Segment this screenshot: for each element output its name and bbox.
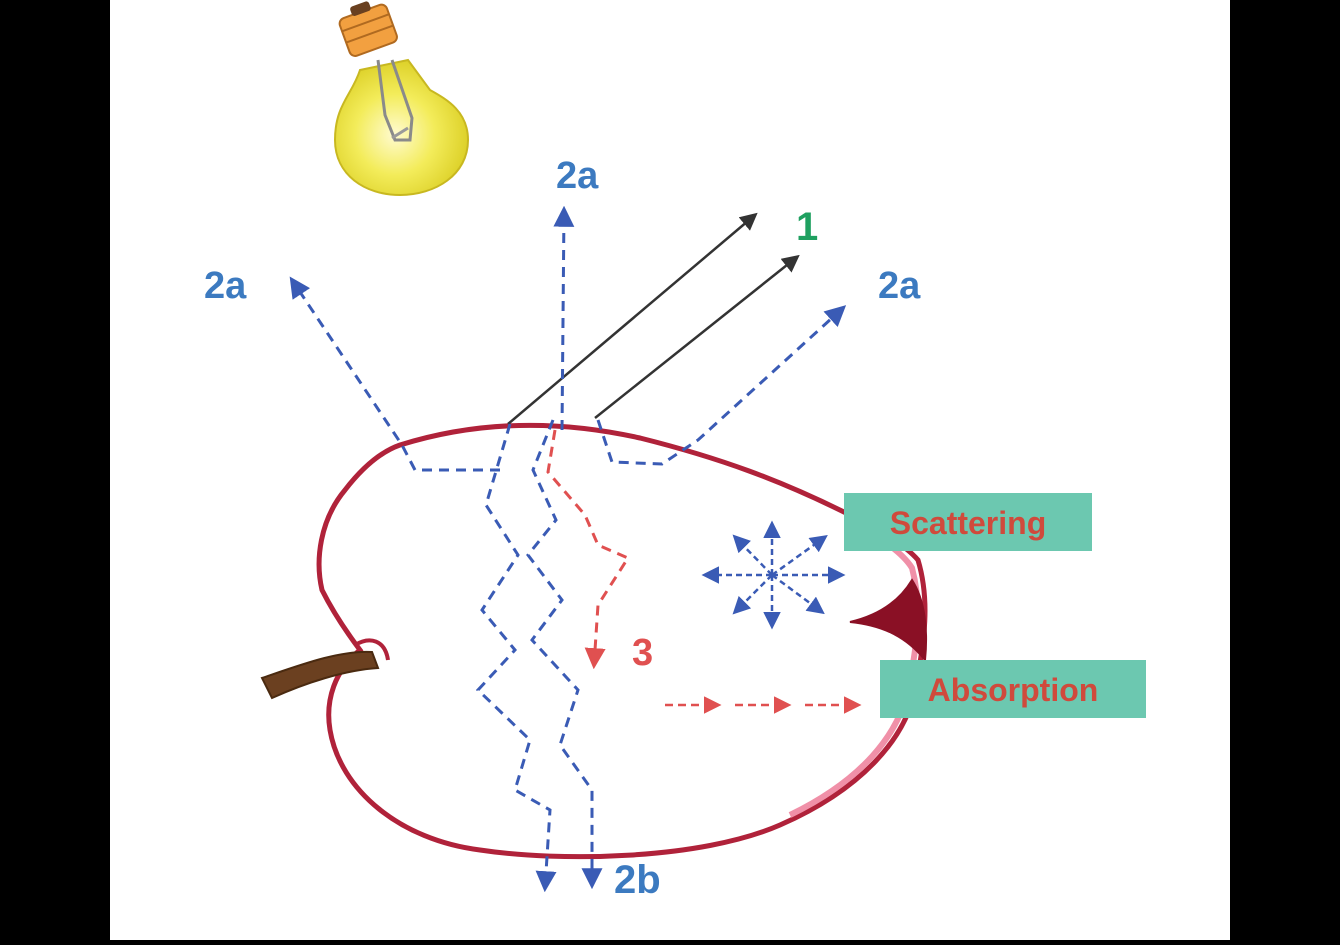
light-bulb-icon — [333, 1, 470, 197]
specular-ray-1 — [507, 212, 758, 425]
transmitted-path-left — [475, 423, 557, 893]
diffuse-reflect-left — [289, 276, 500, 472]
label-absorbed-path: 3 — [632, 632, 653, 674]
absorption-label: Absorption — [928, 672, 1099, 708]
specular-ray-2 — [594, 254, 800, 419]
label-reflect-top: 2a — [556, 155, 599, 197]
diffuse-reflect-right — [596, 305, 847, 466]
scatter-star-icon — [701, 520, 846, 630]
label-transmitted: 2b — [614, 858, 661, 902]
diffuse-reflect-top — [553, 205, 575, 431]
label-reflect-right: 2a — [878, 265, 921, 307]
label-reflect-left: 2a — [204, 265, 247, 307]
absorbed-path — [546, 429, 631, 670]
transmitted-path-right — [526, 419, 603, 890]
scattering-label: Scattering — [890, 505, 1046, 541]
absorption-box: Absorption — [880, 660, 1146, 718]
label-specular: 1 — [796, 205, 818, 249]
scattering-box: Scattering — [844, 493, 1092, 551]
